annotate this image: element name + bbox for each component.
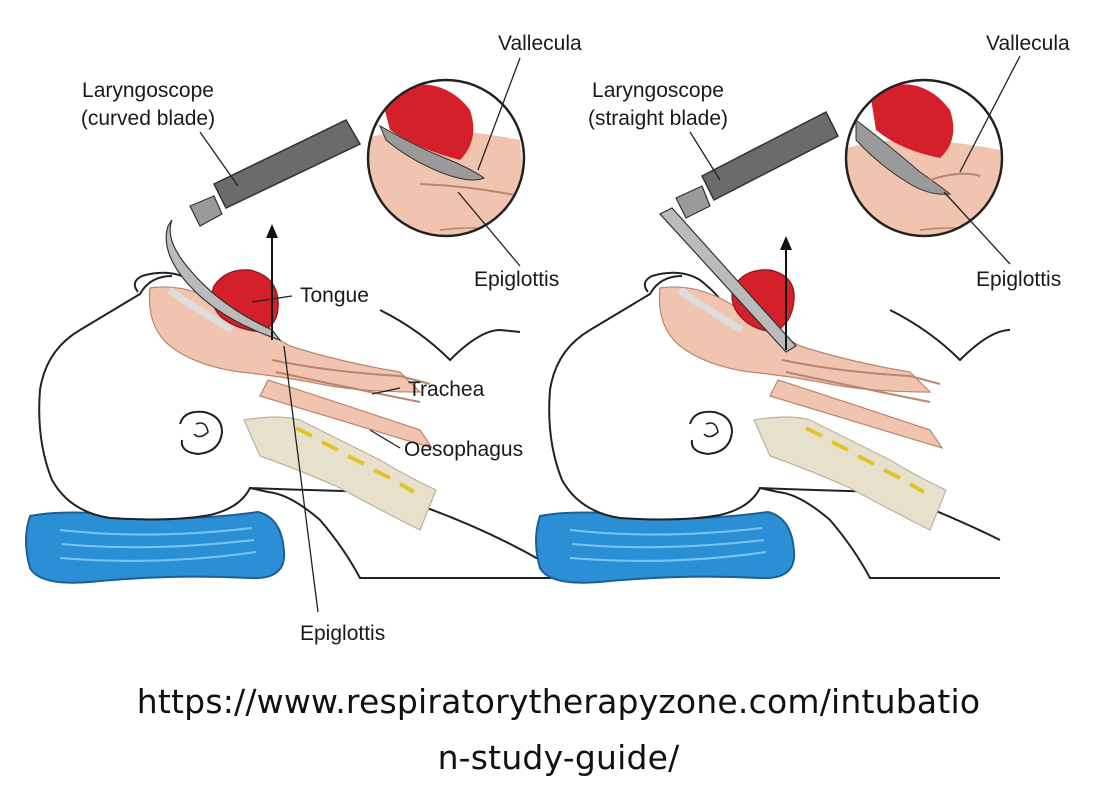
right-inset-circle (844, 78, 1004, 238)
right-lift-arrow (780, 236, 792, 350)
left-leader-lines (199, 57, 521, 613)
left-pillow (25, 510, 286, 584)
right-cervical-spine (753, 416, 947, 531)
source-url-line-1: https://www.respiratorytherapyzone.com/i… (136, 682, 981, 721)
right-blade-type-label: (straight blade) (588, 107, 728, 130)
left-inset-circle (366, 78, 526, 238)
left-laryngoscope-curved (165, 119, 362, 342)
left-blade-type-label: (curved blade) (81, 107, 215, 130)
left-tongue-label: Tongue (300, 284, 369, 307)
right-laryngoscope-label: Laryngoscope (592, 79, 724, 102)
left-oesophagus (259, 379, 434, 450)
right-panel-straight-blade: Laryngoscope (straight blade) Vallecula … (535, 32, 1070, 584)
left-lift-arrow (266, 224, 278, 340)
left-trachea-label: Trachea (408, 378, 485, 401)
right-pillow (535, 510, 796, 584)
right-epiglottis-inset-label: Epiglottis (976, 268, 1061, 291)
left-epiglottis-inset-label: Epiglottis (474, 268, 559, 291)
right-tongue (731, 269, 795, 333)
left-vallecula-label: Vallecula (498, 32, 582, 55)
left-epiglottis-label: Epiglottis (300, 622, 385, 645)
right-vallecula-label: Vallecula (986, 32, 1070, 55)
source-url-line-2: n-study-guide/ (437, 738, 680, 777)
right-trachea (781, 359, 941, 403)
left-laryngoscope-label: Laryngoscope (82, 79, 214, 102)
right-leader-lines (689, 55, 1021, 265)
right-oesophagus (769, 379, 944, 450)
left-cervical-spine (243, 416, 437, 531)
left-ear (179, 410, 224, 456)
right-laryngoscope-straight (659, 110, 840, 353)
left-oesophagus-label: Oesophagus (404, 438, 523, 461)
left-panel-curved-blade: Laryngoscope (curved blade) Vallecula Ep… (25, 32, 590, 645)
right-ear (689, 410, 734, 456)
